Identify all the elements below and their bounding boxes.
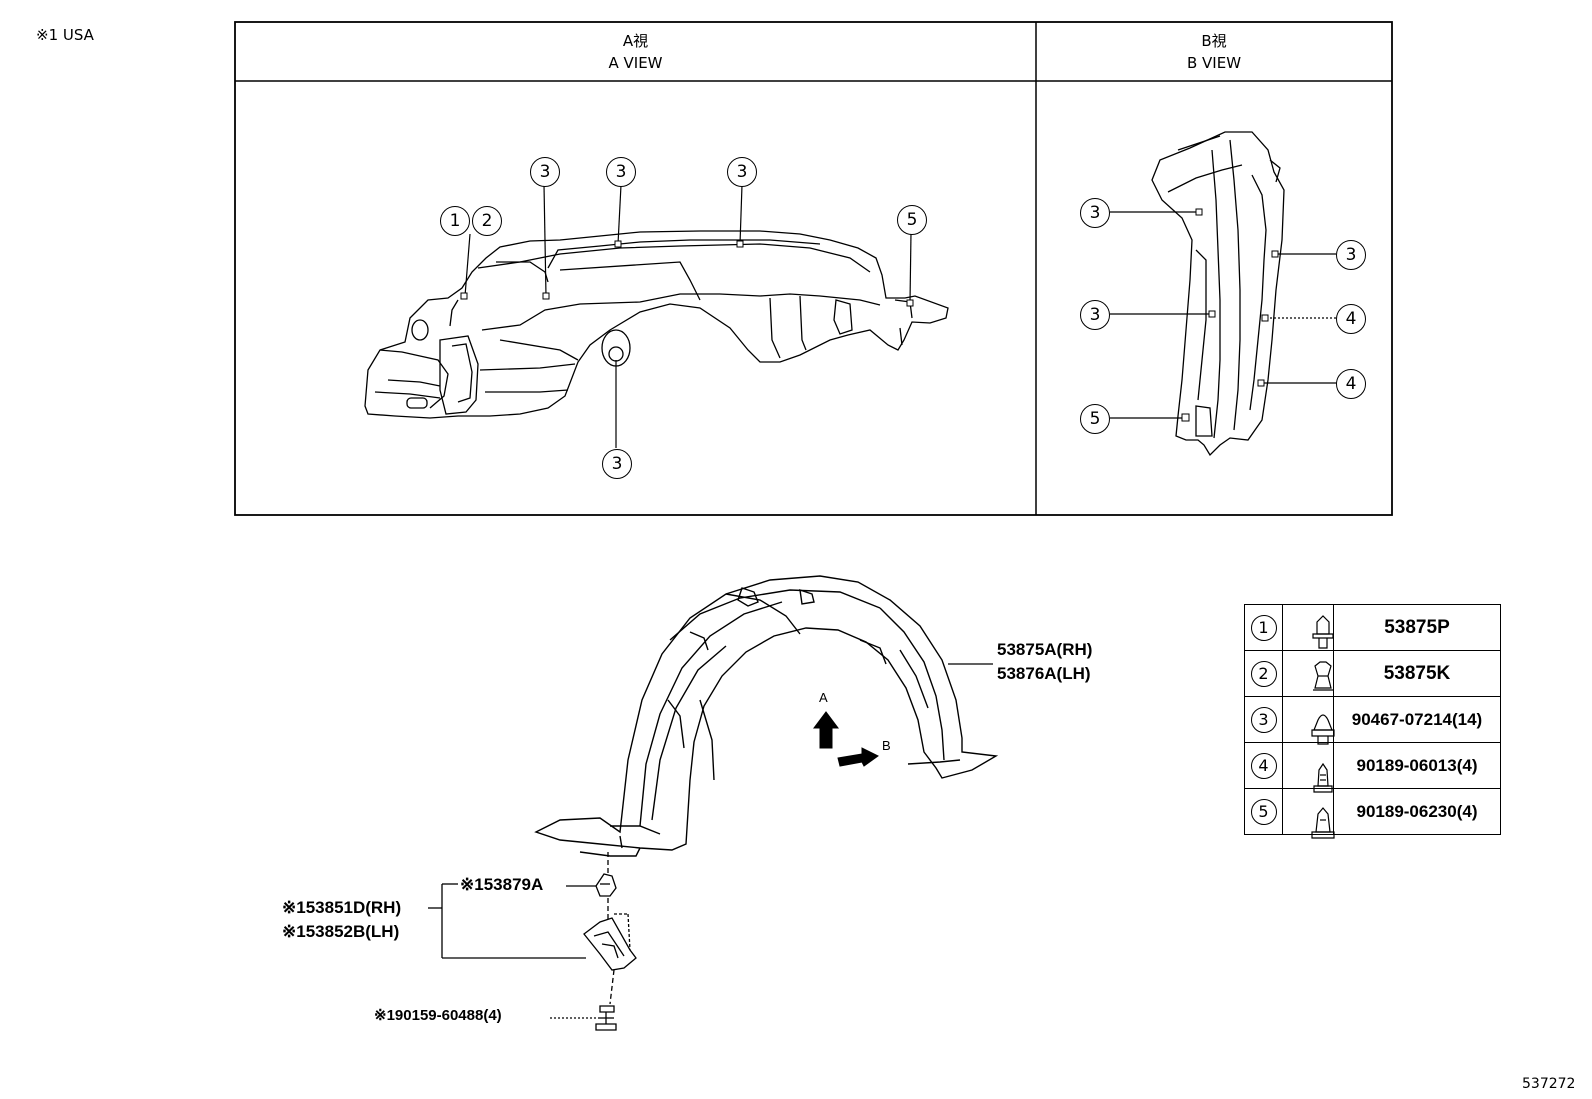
fastener-legend: 1 53875P 2 53875K 3 90467-07214(14) 4 90… <box>1244 604 1501 835</box>
nut-label: ※153879A <box>460 875 544 894</box>
direction-arrows <box>813 711 879 767</box>
legend-row: 4 90189-06013(4) <box>1244 742 1501 789</box>
legend-row: 1 53875P <box>1244 604 1501 651</box>
legend-num: 2 <box>1250 660 1277 687</box>
seal-lh-label: ※153852B(LH) <box>282 922 400 941</box>
a-callout-1: 1 <box>440 206 470 236</box>
b-view-leaders <box>1110 211 1336 419</box>
a-view-liner <box>364 230 949 419</box>
arrow-b-label: B <box>882 738 891 753</box>
legend-num: 3 <box>1250 706 1277 733</box>
legend-row: 2 53875K <box>1244 650 1501 697</box>
fender-liner <box>534 575 999 857</box>
a-view-title-en: A VIEW <box>608 54 663 72</box>
b-callout-5: 5 <box>1080 404 1110 434</box>
b-callout-3a: 3 <box>1080 198 1110 228</box>
a-callout-2: 2 <box>472 206 502 236</box>
legend-part: 53875K <box>1333 650 1501 697</box>
a-view-title-jp: A視 <box>622 32 649 50</box>
a-callout-3c: 3 <box>727 157 757 187</box>
legend-num: 4 <box>1250 752 1277 779</box>
legend-row: 3 90467-07214(14) <box>1244 696 1501 743</box>
b-callout-3b: 3 <box>1080 300 1110 330</box>
b-callout-4b: 4 <box>1336 369 1366 399</box>
a-callout-3a: 3 <box>530 157 560 187</box>
a-callout-5: 5 <box>897 205 927 235</box>
liner-lh-label: 53876A(LH) <box>997 664 1091 683</box>
usa-note: ※1 USA <box>36 26 94 44</box>
a-view-leaders <box>464 184 912 448</box>
a-callout-3b: 3 <box>606 157 636 187</box>
b-view-title-en: B VIEW <box>1186 54 1242 72</box>
bolt-label: ※190159-60488(4) <box>374 1007 502 1024</box>
legend-num: 1 <box>1250 614 1277 641</box>
legend-num: 5 <box>1250 798 1277 825</box>
b-view-title: B視 B VIEW <box>1036 30 1392 74</box>
b-view-liner <box>1151 131 1285 457</box>
a-callout-3d: 3 <box>602 449 632 479</box>
legend-row: 5 90189-06230(4) <box>1244 788 1501 835</box>
a-view-title: A視 A VIEW <box>235 30 1036 74</box>
b-view-title-jp: B視 <box>1201 32 1227 50</box>
liner-rh-label: 53875A(RH) <box>997 640 1093 659</box>
legend-part: 90467-07214(14) <box>1333 696 1501 743</box>
lower-parts <box>428 852 637 1031</box>
seal-rh-label: ※153851D(RH) <box>282 898 402 917</box>
b-callout-3c: 3 <box>1336 240 1366 270</box>
b-callout-4a: 4 <box>1336 304 1366 334</box>
diagram-code: 537272 <box>1522 1076 1576 1092</box>
legend-part: 53875P <box>1333 604 1501 651</box>
arrow-a-label: A <box>819 690 828 705</box>
legend-part: 90189-06230(4) <box>1333 788 1501 835</box>
legend-part: 90189-06013(4) <box>1333 742 1501 789</box>
view-frame <box>234 21 1393 516</box>
